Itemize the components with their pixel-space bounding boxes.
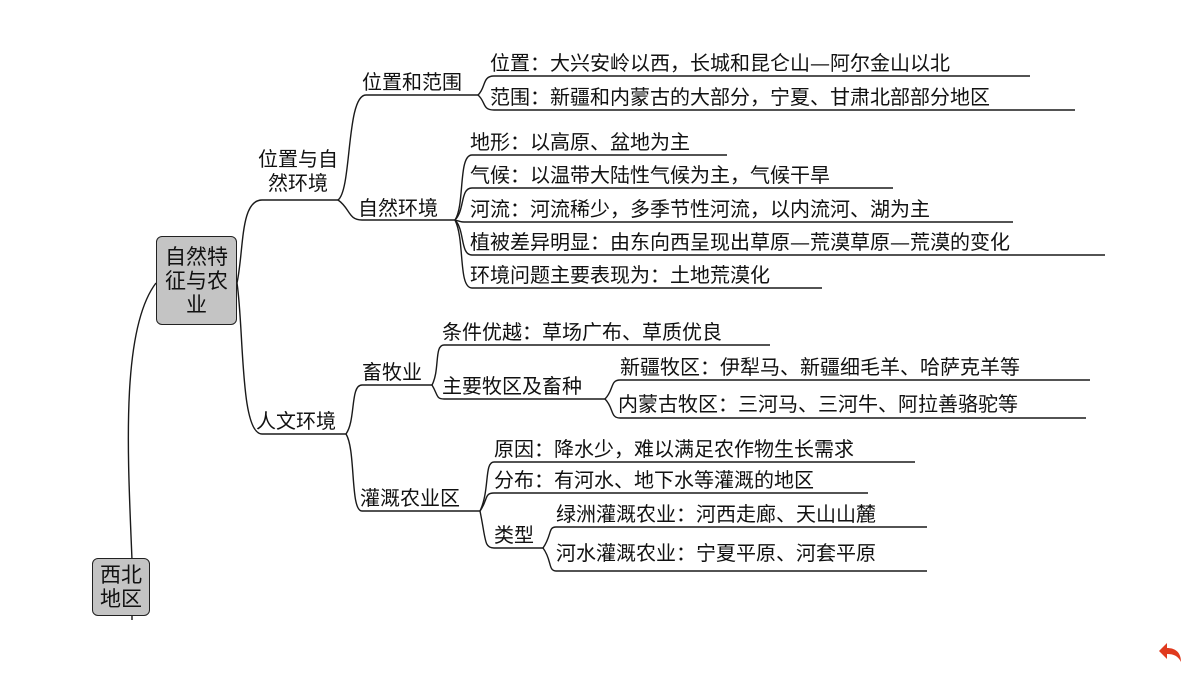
location-leaf: 位置：大兴安岭以西，长城和昆仑山—阿尔金山以北	[490, 51, 950, 75]
environment-node: 自然环境	[358, 196, 438, 220]
irrigation-node: 灌溉农业区	[360, 486, 460, 510]
root-label: 西北地区	[100, 563, 142, 611]
location-node: 位置和范围	[362, 70, 462, 94]
location-leaf: 范围：新疆和内蒙古的大部分，宁夏、甘肃北部部分地区	[490, 85, 990, 109]
human-node: 人文环境	[256, 409, 336, 433]
level1-node: 自然特征与农业	[156, 236, 237, 325]
livestock-leaf: 条件优越：草场广布、草质优良	[442, 320, 722, 344]
livestock-area-leaf: 内蒙古牧区：三河马、三河牛、阿拉善骆驼等	[618, 392, 1018, 416]
level1-label: 自然特征与农业	[165, 244, 228, 317]
irrigation-type-leaf: 绿洲灌溉农业：河西走廊、天山山麓	[556, 502, 876, 526]
livestock-areas-node: 主要牧区及畜种	[442, 374, 582, 398]
environment-leaf: 地形：以高原、盆地为主	[470, 130, 690, 154]
nature-node: 位置与自然环境	[258, 147, 338, 195]
livestock-node: 畜牧业	[362, 360, 422, 384]
environment-leaf: 植被差异明显：由东向西呈现出草原—荒漠草原—荒漠的变化	[470, 230, 1010, 254]
undo-arrow-icon[interactable]	[1156, 640, 1184, 666]
environment-leaf: 河流：河流稀少，多季节性河流，以内流河、湖为主	[470, 197, 930, 221]
livestock-area-leaf: 新疆牧区：伊犁马、新疆细毛羊、哈萨克羊等	[620, 355, 1020, 379]
environment-leaf: 气候：以温带大陆性气候为主，气候干旱	[470, 163, 830, 187]
irrigation-types-node: 类型	[494, 523, 534, 547]
environment-leaf: 环境问题主要表现为：土地荒漠化	[470, 263, 770, 287]
irrigation-type-leaf: 河水灌溉农业：宁夏平原、河套平原	[556, 541, 876, 565]
irrigation-leaf: 分布：有河水、地下水等灌溉的地区	[494, 468, 814, 492]
root-node: 西北地区	[92, 558, 150, 616]
irrigation-leaf: 原因：降水少，难以满足农作物生长需求	[494, 437, 854, 461]
